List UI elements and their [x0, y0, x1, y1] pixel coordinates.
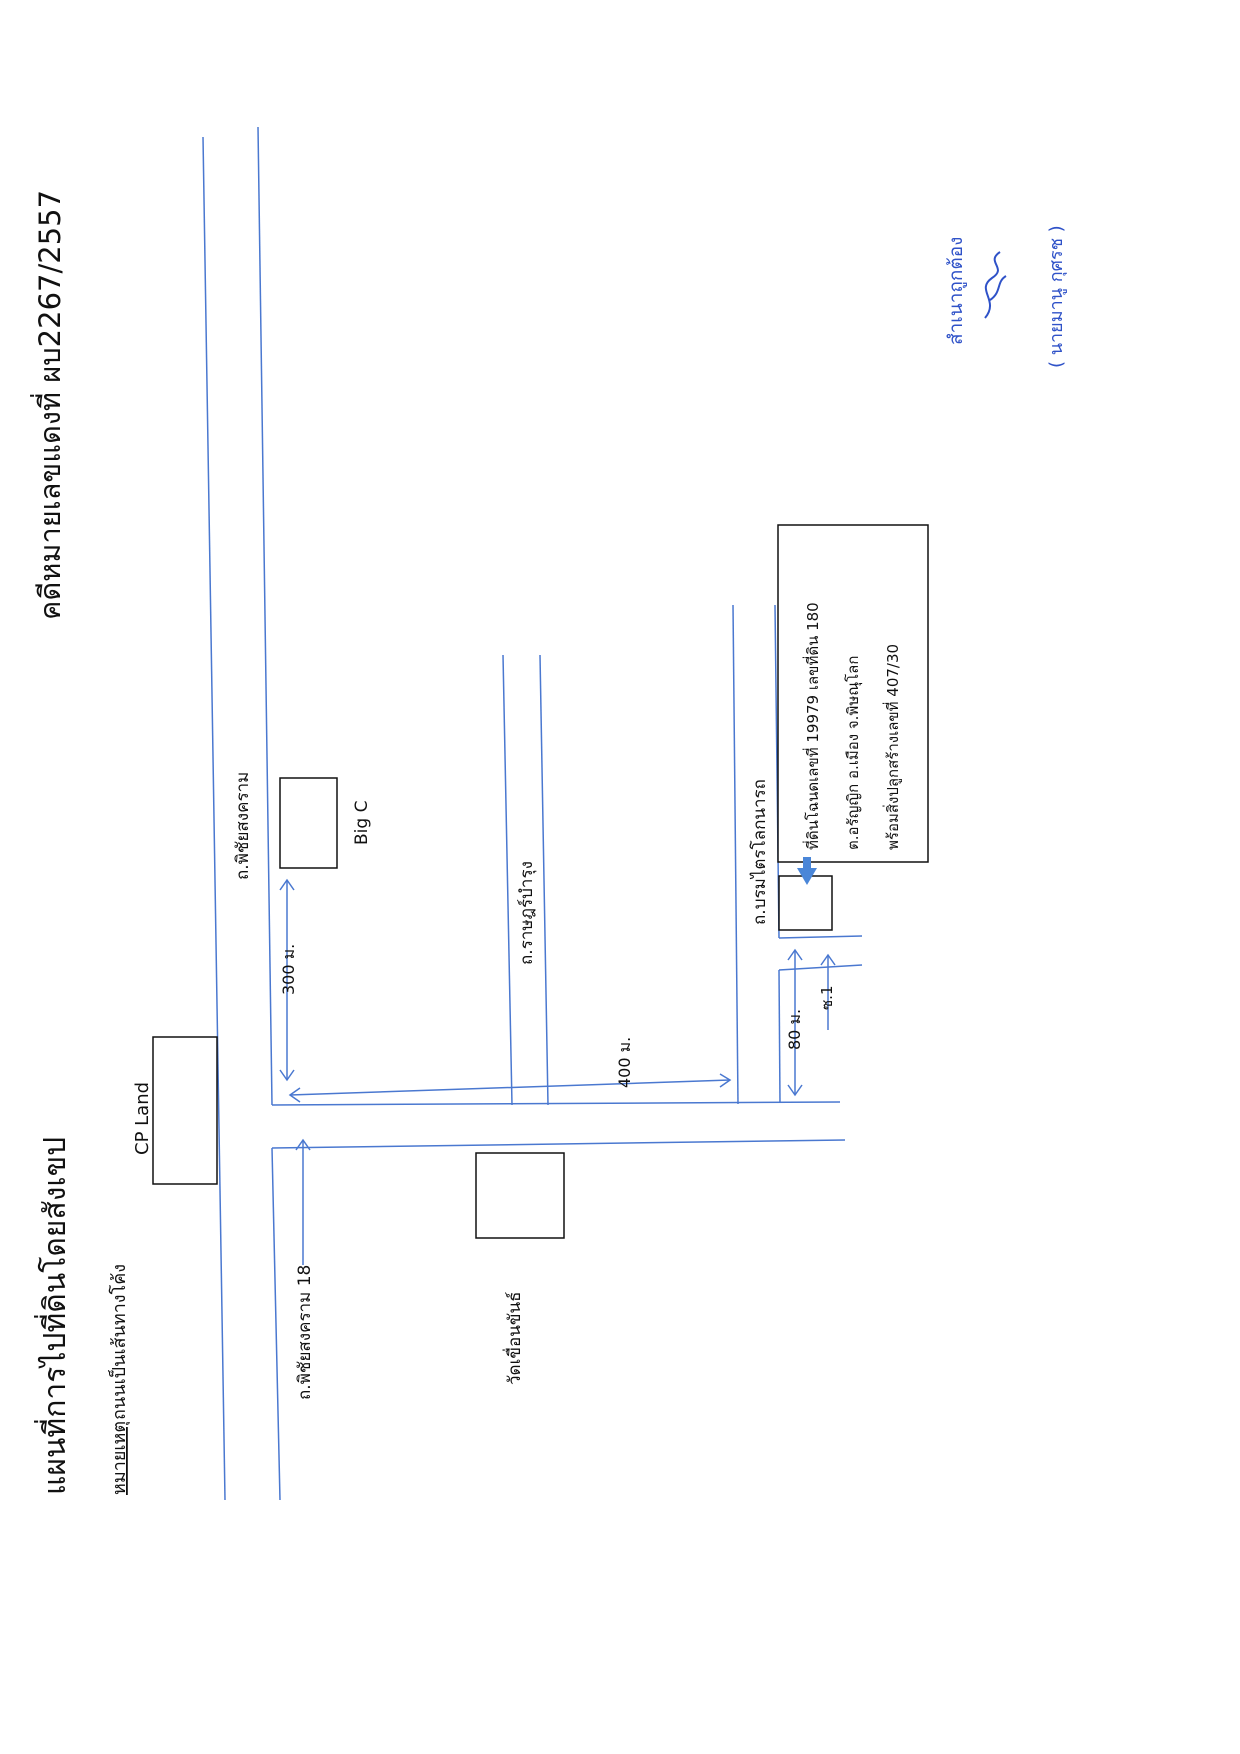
road-label-ratbamrung: ถ.ราษฎร์บำรุง — [517, 861, 537, 965]
road-label-main: ถ.พิชัยสงคราม — [233, 772, 253, 880]
dist-400-arrowhead-right — [719, 1073, 732, 1088]
map-title: แผนที่การไปที่ดินโดยสังเขป — [34, 1137, 73, 1495]
landmark-label-cp-land: CP Land — [132, 1082, 153, 1155]
dist-80-arrowhead-bottom — [787, 1084, 803, 1097]
property-marker-arrow-icon — [797, 857, 817, 885]
boromtrai-right-edge-lower — [778, 969, 781, 1104]
certification-name: ( นายมานู กุศรช ) — [1046, 225, 1067, 368]
road-label-pichai-18: ถ.พิชัยสงคราม 18 — [295, 1265, 315, 1400]
roads-layer — [202, 126, 863, 1501]
landmark-label-big-c: Big C — [352, 801, 372, 845]
property-line-3: พร้อมสิ่งปลูกสร้างเลขที่ 407/30 — [882, 644, 902, 850]
main-road-edge-left — [202, 136, 226, 1501]
ratbamrung-left-edge — [502, 654, 513, 1106]
handwritten-signature — [984, 251, 1007, 319]
distance-label-300: 300 ม. — [279, 944, 298, 995]
distance-label-400: 400 ม. — [615, 1037, 634, 1088]
distance-arrows — [279, 878, 836, 1265]
ratbamrung-right-edge — [539, 654, 549, 1106]
property-info-box — [777, 524, 929, 863]
road-label-soi1: ซ.1 — [818, 986, 836, 1011]
note-text: ถนนเป็นเส้นทางโค้ง — [107, 1264, 130, 1420]
big-c-box — [279, 777, 338, 869]
soi1-upper-edge — [778, 964, 863, 971]
boromtrai-left-edge — [732, 604, 739, 1105]
temple-box — [475, 1152, 565, 1239]
road-label-boromtrai: ถ.บรมไตรโลกนารถ — [749, 779, 770, 925]
main-road-edge-right-upper — [257, 126, 273, 1106]
note-label: หมายเหตุ — [109, 1421, 130, 1495]
pichai-road-lower-edge — [271, 1139, 846, 1149]
property-line-1: ที่ดินโฉนดเลขที่ 19979 เลขที่ดิน 180 — [802, 602, 822, 850]
case-number: คดีหมายเลขแดงที่ ผบ2267/2557 — [30, 190, 67, 620]
pichai-road-upper-edge — [271, 1101, 841, 1106]
distance-label-80: 80 ม. — [785, 1009, 804, 1050]
dist-400-line — [289, 1079, 731, 1096]
main-road-edge-right-lower — [271, 1147, 281, 1501]
pichai18-pointer-arrowhead — [295, 1138, 311, 1151]
property-line-2: ต.อรัญญิก อ.เมือง จ.พิษณุโลก — [844, 656, 863, 850]
certification-label: สำเนาถูกต้อง — [945, 237, 967, 345]
dist-80-arrowhead-top — [787, 948, 803, 961]
dist-300-arrowhead-top — [279, 878, 295, 891]
dist-300-arrowhead-bottom — [279, 1069, 295, 1082]
soi1-pointer-arrowhead — [820, 953, 836, 966]
landmark-label-temple: วัดเขื่อนขันธ์ — [502, 1292, 525, 1385]
cp-land-box — [152, 1036, 218, 1185]
dist-400-arrowhead-left — [288, 1087, 301, 1103]
soi1-lower-edge — [778, 935, 863, 939]
property-plot — [778, 875, 833, 931]
